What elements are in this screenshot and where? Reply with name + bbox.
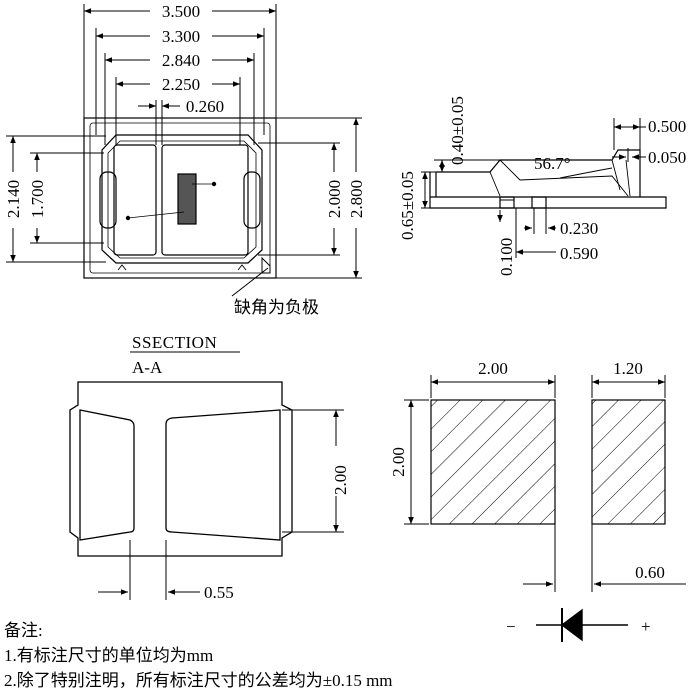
notes-line-2: 2.除了特别注明，所有标注尺寸的公差均为±0.15 mm: [4, 671, 393, 690]
pad-h-200-label: 2.00: [389, 447, 408, 477]
angle-label: 56.7°: [534, 154, 571, 173]
pad-dims: [404, 375, 686, 592]
pad-large: [430, 399, 556, 525]
dim-2140-label: 2.140: [4, 180, 23, 218]
pad-w-120-label: 1.20: [613, 359, 643, 378]
cathode-notch: [261, 256, 271, 274]
dim-0230-label: 0.230: [560, 219, 598, 238]
pad-w-200-label: 2.00: [478, 359, 508, 378]
top-view-pad-right: [161, 144, 249, 256]
section-w-055-label: 0.55: [204, 583, 234, 602]
solder-pads: [430, 399, 666, 525]
dim-0500-label: 0.500: [648, 117, 686, 136]
section-title: SSECTION: [132, 333, 217, 352]
pad-small: [591, 399, 666, 525]
dim-3500-label: 3.500: [162, 2, 200, 21]
top-view-pad-left: [113, 144, 157, 256]
section-dims: [98, 409, 344, 600]
section-right-pad: [165, 409, 281, 541]
dim-0100-label: 0.100: [497, 238, 516, 276]
section-h-200-label: 2.00: [331, 465, 350, 495]
dim-2000-label: 2.000: [325, 180, 344, 218]
dim-1700-label: 1.700: [28, 180, 47, 218]
dim-2840-label: 2.840: [162, 51, 200, 70]
section-left-pad: [79, 409, 135, 541]
top-view-lobe-left: [99, 171, 117, 229]
dim-0260-label: 0.260: [186, 97, 224, 116]
diode-symbol: [536, 608, 628, 642]
notes-title: 备注:: [4, 621, 43, 640]
notes: 备注: 1.有标注尺寸的单位均为mm 2.除了特别注明，所有标注尺寸的公差均为±…: [4, 618, 393, 693]
top-view: [83, 117, 277, 279]
led-chip: [177, 173, 197, 225]
dim-2800-label: 2.800: [347, 180, 366, 218]
dim-2250-label: 2.250: [162, 75, 200, 94]
top-view-outer-body: [83, 117, 277, 279]
dim-040-label: 0.40±0.05: [448, 96, 467, 165]
dim-0590-label: 0.590: [560, 244, 598, 263]
top-view-lens-frame: [101, 134, 263, 264]
diode-anode-label: +: [641, 617, 651, 636]
dim-065-label: 0.65±0.05: [398, 171, 417, 240]
diode-cathode-label: −: [506, 617, 516, 636]
cathode-callout: 缺角为负极: [234, 298, 319, 317]
top-view-lobe-right: [243, 171, 261, 229]
dim-0050-label: 0.050: [648, 148, 686, 167]
section-subtitle: A-A: [132, 358, 163, 377]
side-view-dims: [421, 118, 646, 258]
dim-3300-label: 3.300: [162, 27, 200, 46]
notes-line-1: 1.有标注尺寸的单位均为mm: [4, 646, 214, 665]
section-outline: [69, 381, 293, 557]
pad-gap-060-label: 0.60: [635, 563, 665, 582]
section-view: [69, 381, 293, 557]
